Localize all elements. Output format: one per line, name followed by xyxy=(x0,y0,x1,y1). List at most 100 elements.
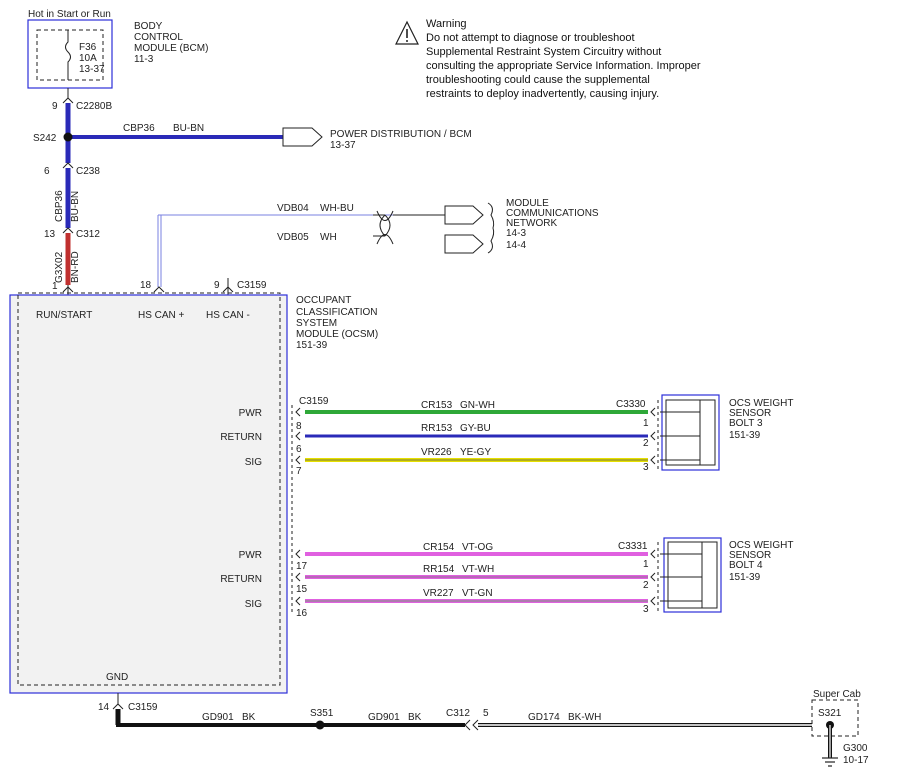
wire-color-label: BK xyxy=(408,712,422,723)
network-name-line: NETWORK xyxy=(506,218,557,229)
vdb04-circuit: VDB04 xyxy=(277,203,309,214)
arrow-left-icon xyxy=(295,455,301,465)
network-name-line: 14-4 xyxy=(506,240,526,251)
wire-circuit-label: CR154 xyxy=(423,542,455,553)
sensor4-name-line: 151-39 xyxy=(729,572,761,583)
wire-left-pin: 6 xyxy=(296,444,302,455)
wire-color-label: BK xyxy=(242,712,256,723)
connector-c312-gnd-symbol xyxy=(464,719,479,731)
ocsm-outline xyxy=(9,294,288,694)
wire-right-pin: 3 xyxy=(643,604,649,615)
sensor3-name-line: OCS WEIGHT xyxy=(729,398,793,409)
can-plus-connector-symbol xyxy=(153,286,165,293)
twisted-pair-icon xyxy=(373,210,394,245)
gnd-c312-pin: 5 xyxy=(483,708,489,719)
vdb05-circuit: VDB05 xyxy=(277,232,309,243)
ocsm-name-line: 151-39 xyxy=(296,340,328,351)
wire-circuit-label: RR153 xyxy=(421,423,453,434)
wire-left-pin: 15 xyxy=(296,584,308,595)
connector-c3159-gnd-symbol xyxy=(112,703,124,710)
gnd-pin: 14 xyxy=(98,702,110,713)
vertical-color-label: BN-RD xyxy=(70,251,81,283)
network-name-line: 14-3 xyxy=(506,228,526,239)
wire-circuit-label: CBP36 xyxy=(123,123,155,134)
ocsm-pwr-label: PWR xyxy=(239,550,262,561)
wire-right-pin: 1 xyxy=(643,559,649,570)
ocsm-name-line: SYSTEM xyxy=(296,318,337,329)
power-dist-ref: 13-37 xyxy=(330,140,356,151)
sensor4-right-connector: C3331 xyxy=(618,541,648,552)
network-brace xyxy=(487,202,495,254)
splice-s351-label: S351 xyxy=(310,708,334,719)
splice-s351 xyxy=(315,720,325,730)
wire-right-pin: 1 xyxy=(643,418,649,429)
bcm-name-line: CONTROL xyxy=(134,32,183,43)
warning-line: consulting the appropriate Service Infor… xyxy=(426,60,701,72)
ocsm-pwr-label: PWR xyxy=(239,408,262,419)
wire-color-label: BK-WH xyxy=(568,712,601,723)
vdb05-color: WH xyxy=(320,232,337,243)
network-section: VDB04 WH-BU VDB05 WH MODULE COMMUNICATIO… xyxy=(140,198,599,296)
ocsm-sig-label: SIG xyxy=(245,599,262,610)
c312-label: C312 xyxy=(76,229,100,240)
hs-can-minus-pin: 9 xyxy=(214,280,220,291)
sensor4-body xyxy=(660,537,722,613)
connector-c3159-run-symbol xyxy=(62,285,74,296)
warning-line: troubleshooting could cause the suppleme… xyxy=(426,74,650,86)
vertical-circuit-label: G3X02 xyxy=(54,251,65,283)
bcm-name-line: BODY xyxy=(134,21,163,32)
sensor3-body xyxy=(660,394,720,471)
c3159-label: C3159 xyxy=(237,280,267,291)
connector-c312-symbol xyxy=(62,227,74,234)
g300-ref: 10-17 xyxy=(843,755,869,766)
ocsm-name-line: OCCUPANT xyxy=(296,295,351,306)
warning-line: restraints to deploy inadvertently, caus… xyxy=(426,88,659,100)
hs-can-plus-pin: 18 xyxy=(140,280,152,291)
wire-left-pin: 17 xyxy=(296,561,308,572)
warning-line: Do not attempt to diagnose or troublesho… xyxy=(426,32,635,44)
sensor3-name-line: 151-39 xyxy=(729,430,761,441)
c2280b-label: C2280B xyxy=(76,101,112,112)
connector-c238-symbol xyxy=(62,162,74,169)
fuse-rating: 10A xyxy=(79,53,97,64)
gnd-c3159: C3159 xyxy=(128,702,158,713)
super-cab-box xyxy=(811,699,859,737)
wire-color-label: YE-GY xyxy=(460,447,491,458)
wire-circuit-label: GD901 xyxy=(202,712,234,723)
arrow-left-icon xyxy=(650,549,656,559)
splice-s242 xyxy=(63,132,73,142)
bcm-name-line: 11-3 xyxy=(134,54,154,65)
wire-color-label: BU-BN xyxy=(173,123,204,134)
bcm-caption: Hot in Start or Run xyxy=(28,9,111,20)
fuse-id: F36 xyxy=(79,42,97,53)
ocsm-pin-run-start: RUN/START xyxy=(36,310,92,321)
ocsm-return-label: RETURN xyxy=(220,432,262,443)
warning-title: Warning xyxy=(426,18,467,30)
fuse-box xyxy=(36,29,104,81)
arrow-left-icon xyxy=(295,572,301,582)
power-dist-label: POWER DISTRIBUTION / BCM xyxy=(330,129,472,140)
arrow-left-icon xyxy=(650,431,656,441)
c238-pin: 6 xyxy=(44,166,50,177)
ocsm-pin-hs-can-minus: HS CAN - xyxy=(206,310,250,321)
vdb04-color: WH-BU xyxy=(320,203,354,214)
wire-circuit-label: CR153 xyxy=(421,400,453,411)
wire-circuit-label: GD901 xyxy=(368,712,400,723)
ocsm-name-line: MODULE (OCSM) xyxy=(296,329,378,340)
network-name-line: MODULE xyxy=(506,198,549,209)
wire-color-label: VT-WH xyxy=(462,564,494,575)
arrow-left-icon xyxy=(650,596,656,606)
sensor4-wiring: C3331 CR154 VT-OG RR154 VT-WH VR227 VT-G… xyxy=(295,537,793,619)
c2280b-pin: 9 xyxy=(52,101,58,112)
network-arrow-icon xyxy=(444,205,484,225)
sensor3-wiring: C3159 C3330 CR153 GN-WH RR153 GY-BU VR22… xyxy=(295,394,793,477)
wire-right-pin: 2 xyxy=(643,580,649,591)
ocsm-pin-hs-can-plus: HS CAN + xyxy=(138,310,185,321)
ocsm-name-line: CLASSIFICATION xyxy=(296,307,378,318)
splice-s242-label: S242 xyxy=(33,133,57,144)
run-start-pin: 1 xyxy=(52,281,58,292)
ocsm-return-label: RETURN xyxy=(220,574,262,585)
ocsm-module: RUN/START HS CAN + HS CAN - OCCUPANT CLA… xyxy=(9,292,378,694)
sensor4-name-line: OCS WEIGHT xyxy=(729,540,793,551)
